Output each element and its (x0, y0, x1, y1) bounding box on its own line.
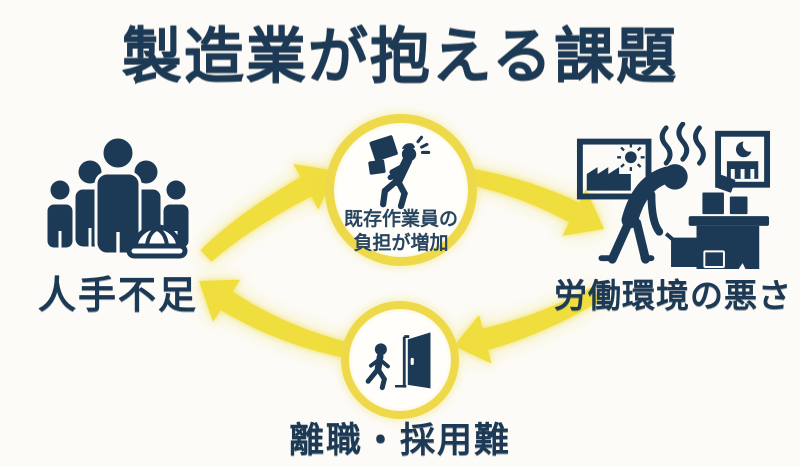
person-exiting-door-icon (365, 332, 431, 391)
hard-hat-icon (126, 224, 188, 259)
open-door-icon (395, 332, 431, 389)
workers-group-icon (44, 135, 192, 259)
hunched-worker-bad-environment-icon (576, 122, 771, 269)
arrow-burden-to-environment (465, 168, 604, 236)
burden-label-line1: 既存作業員の (343, 208, 458, 230)
node-turnover (341, 301, 459, 419)
node-labor-shortage: 人手不足 (28, 132, 208, 319)
labor-shortage-label: 人手不足 (37, 275, 198, 317)
steam-icon (659, 122, 706, 166)
night-building-picture-icon (715, 130, 771, 188)
page-title: 製造業が抱える課題 (121, 23, 679, 90)
cluttered-desk-icon (664, 174, 770, 269)
arrow-turnover-to-shortage (199, 279, 352, 359)
factory-picture-icon (576, 138, 652, 200)
node-worker-burden: 既存作業員の 負担が増加 (325, 114, 477, 266)
node-bad-environment: 労働環境の悪さ (548, 122, 798, 317)
arrow-shortage-to-burden (200, 164, 336, 262)
arrow-environment-to-turnover (454, 287, 600, 364)
walking-person-icon (365, 343, 390, 391)
hunched-person-icon (598, 164, 688, 264)
worker-carrying-boxes-icon (368, 135, 431, 210)
burden-label-line2: 負担が増加 (353, 233, 449, 255)
burden-label: 既存作業員の 負担が増加 (344, 208, 458, 257)
bad-environment-label: 労働環境の悪さ (554, 277, 792, 314)
turnover-label: 離職・採用難 (288, 421, 511, 460)
